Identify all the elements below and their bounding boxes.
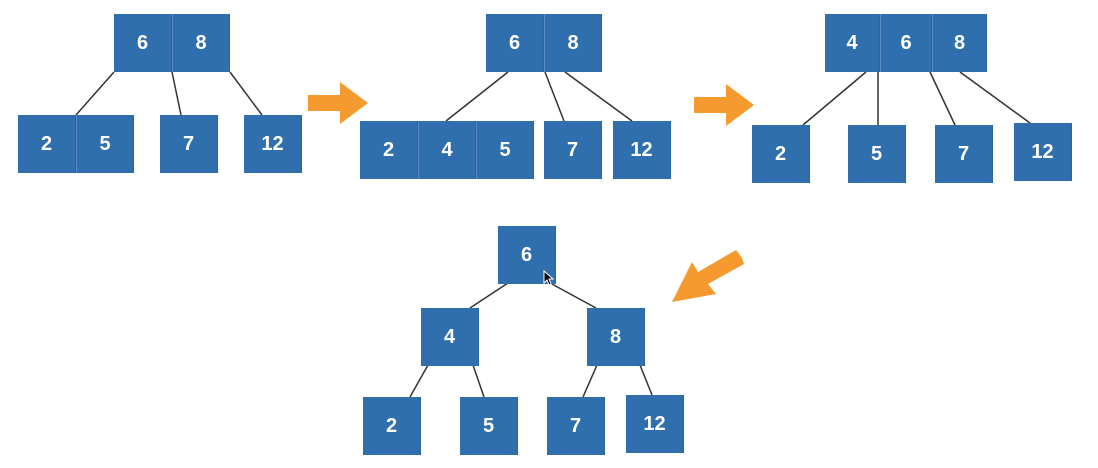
s2-c1-key-1: 4 (418, 121, 476, 179)
s4-ll-key-0: 2 (363, 397, 421, 455)
edge (564, 71, 633, 122)
edge (544, 71, 565, 122)
down-left-arrow-icon (672, 250, 744, 302)
s1-c1-key-0: 2 (18, 115, 76, 173)
mouse-cursor-icon (543, 270, 555, 286)
s1-c2-key-0: 7 (160, 115, 218, 173)
edge (472, 364, 485, 398)
edge (469, 282, 509, 309)
s4-lr-key-0: 5 (460, 397, 518, 455)
s2-c2-key-0: 7 (544, 121, 602, 179)
s1-c3-key-0: 12 (244, 115, 302, 173)
s4-l-key-0: 4 (421, 308, 479, 366)
s4-rl-key-0: 7 (547, 397, 605, 455)
s1-root-key-1: 8 (172, 14, 230, 72)
s3-c1-key-0: 2 (752, 125, 810, 183)
s3-c2-key-0: 5 (848, 125, 906, 183)
s3-c4-key-0: 12 (1014, 123, 1072, 181)
s3-root-key-0: 4 (825, 14, 880, 72)
s3-c3-key-0: 7 (935, 125, 993, 183)
s2-c1-key-2: 5 (476, 121, 534, 179)
s2-c1-key-0: 2 (360, 121, 418, 179)
right-arrow-icon (694, 84, 754, 126)
edge (409, 364, 429, 398)
edge (582, 364, 598, 398)
right-arrow-icon (308, 82, 368, 124)
s4-r-key-0: 8 (587, 308, 645, 366)
edge (802, 71, 867, 126)
s3-root-key-2: 8 (932, 14, 987, 72)
edge (445, 71, 509, 122)
edge (929, 71, 956, 126)
s4-rr-key-0: 12 (626, 395, 684, 453)
edge (639, 364, 653, 396)
s2-c3-key-0: 12 (613, 121, 671, 179)
edge (229, 71, 263, 116)
s3-root-key-1: 6 (880, 14, 932, 72)
s2-root-key-1: 8 (544, 14, 602, 72)
edge (75, 71, 115, 116)
edge (171, 71, 182, 116)
s2-root-key-0: 6 (486, 14, 544, 72)
s1-root-key-0: 6 (114, 14, 172, 72)
s1-c1-key-1: 5 (76, 115, 134, 173)
edge (959, 71, 1031, 124)
edge (549, 282, 597, 309)
